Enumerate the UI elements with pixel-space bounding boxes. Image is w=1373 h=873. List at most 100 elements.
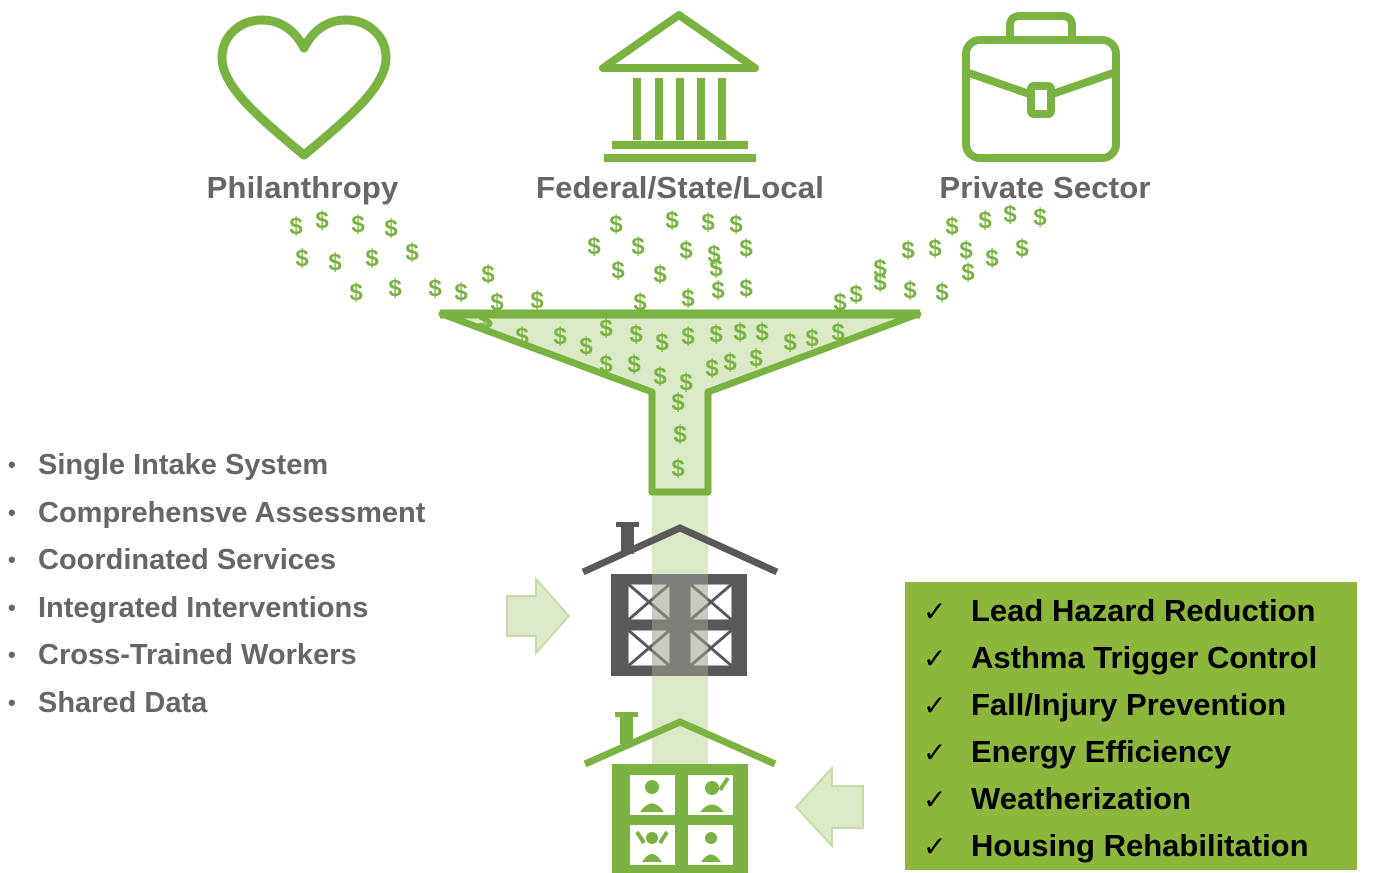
dollar-sign-icon: $	[515, 323, 529, 350]
feature-label: Coordinated Services	[38, 544, 337, 576]
dollar-sign-icon: $	[873, 255, 887, 282]
outcome-item: ✓Energy Efficiency	[923, 729, 1357, 776]
dollar-sign-icon: $	[749, 345, 763, 372]
dollar-sign-icon: $	[783, 329, 797, 356]
dollar-sign-icon: $	[961, 259, 975, 286]
arrow-into-process-icon	[506, 576, 571, 656]
dollar-sign-icon: $	[681, 323, 695, 350]
dollar-sign-icon: $	[671, 389, 685, 416]
outcome-item: ✓ Weatherization	[923, 776, 1357, 823]
outcome-label: Fall/Injury Prevention	[971, 687, 1287, 722]
dollar-sign-icon: $	[978, 207, 992, 234]
dollar-sign-icon: $	[289, 213, 303, 240]
feature-item: • Coordinated Services	[8, 540, 425, 588]
dollar-sign-icon: $	[530, 287, 544, 314]
feature-item: • Single Intake System	[8, 445, 425, 493]
dollar-sign-icon: $	[903, 277, 917, 304]
bullet-icon: •	[8, 594, 16, 620]
dollar-sign-icon: $	[805, 325, 819, 352]
dollar-sign-icon: $	[679, 369, 693, 396]
dollar-sign-icon: $	[479, 307, 493, 334]
bullet-icon: •	[8, 547, 16, 572]
heart-icon	[217, 15, 391, 160]
dollar-signs: $$$$$$$$$$$$$$$$$$$$$$$$$$$$$$$$$$$$$$$$…	[289, 201, 1047, 482]
dollar-sign-icon: $	[599, 351, 613, 378]
source-label-government: Federal/State/Local	[535, 170, 825, 205]
dollar-sign-icon: $	[723, 349, 737, 376]
checkmark-icon: ✓	[923, 830, 947, 863]
checkmark-icon: ✓	[923, 689, 947, 722]
bullet-icon: •	[8, 452, 16, 477]
dollar-sign-icon: $	[665, 207, 679, 234]
dollar-sign-icon: $	[833, 289, 847, 316]
outcome-label: Housing Rehabilitation	[971, 828, 1309, 863]
dollar-sign-icon: $	[295, 245, 309, 272]
bullet-icon: •	[8, 499, 16, 525]
feature-item: •Shared Data	[8, 683, 425, 731]
dollar-sign-icon: $	[729, 211, 743, 238]
arrow-from-outcomes-icon	[794, 765, 864, 849]
dollar-sign-icon: $	[405, 239, 419, 266]
dollar-sign-icon: $	[701, 209, 715, 236]
dollar-sign-icon: $	[739, 235, 753, 262]
feature-label: Single Intake System	[38, 449, 329, 481]
dollar-sign-icon: $	[349, 279, 363, 306]
feature-item: • Integrated Interventions	[8, 588, 425, 636]
outcome-label: Asthma Trigger Control	[971, 640, 1318, 675]
dollar-sign-icon: $	[711, 277, 725, 304]
dollar-sign-icon: $	[959, 237, 973, 264]
dollar-sign-icon: $	[633, 289, 647, 316]
checkmark-icon: ✓	[923, 783, 947, 816]
outcome-label: Lead Hazard Reduction	[971, 593, 1316, 628]
dollar-sign-icon: $	[553, 323, 567, 350]
dollar-sign-icon: $	[611, 257, 625, 284]
dollar-sign-icon: $	[1015, 235, 1029, 262]
briefcase-icon	[962, 12, 1120, 162]
checkmark-icon: ✓	[923, 642, 947, 675]
source-label-philanthropy: Philanthropy	[206, 170, 399, 205]
dollar-sign-icon: $	[454, 279, 468, 306]
dollar-sign-icon: $	[579, 333, 593, 360]
gray-house-icon	[581, 522, 779, 676]
dollar-sign-icon: $	[653, 261, 667, 288]
dollar-sign-icon: $	[627, 351, 641, 378]
dollar-sign-icon: $	[388, 275, 402, 302]
outcome-label: Weatherization	[971, 781, 1191, 816]
feature-label: Integrated Interventions	[38, 591, 369, 624]
dollar-sign-icon: $	[755, 319, 769, 346]
dollar-sign-icon: $	[709, 255, 723, 282]
feature-item: • Cross-Trained Workers	[8, 635, 425, 683]
dollar-sign-icon: $	[873, 269, 887, 296]
checkmark-icon: ✓	[923, 736, 947, 769]
feature-item: • Comprehensve Assessment	[8, 493, 425, 541]
dollar-sign-icon: $	[490, 289, 504, 316]
source-label-private-sector: Private Sector	[939, 170, 1151, 205]
feature-label: Shared Data	[38, 686, 208, 719]
dollar-sign-icon: $	[709, 321, 723, 348]
dollar-sign-icon: $	[928, 235, 942, 262]
dollar-sign-icon: $	[609, 211, 623, 238]
dollar-sign-icon: $	[653, 363, 667, 390]
outcome-item: ✓ Fall/Injury Prevention	[923, 682, 1357, 729]
feature-label: Comprehensve Assessment	[38, 496, 426, 529]
dollar-sign-icon: $	[935, 279, 949, 306]
dollar-sign-icon: $	[849, 281, 863, 308]
dollar-sign-icon: $	[705, 355, 719, 382]
outcome-item: ✓ Asthma Trigger Control	[923, 635, 1357, 682]
bullet-icon: •	[8, 642, 16, 667]
dollar-sign-icon: $	[707, 241, 721, 268]
feature-label: Cross-Trained Workers	[38, 639, 357, 671]
outcome-item: ✓ Lead Hazard Reduction	[923, 588, 1357, 635]
dollar-sign-icon: $	[351, 211, 365, 238]
dollar-sign-icon: $	[315, 207, 329, 234]
dollar-sign-icon: $	[629, 321, 643, 348]
dollar-sign-icon: $	[365, 245, 379, 272]
dollar-sign-icon: $	[384, 215, 398, 242]
dollar-sign-icon: $	[477, 307, 491, 334]
checkmark-icon: ✓	[923, 595, 947, 628]
green-house-icon	[583, 712, 777, 873]
dollar-sign-icon: $	[985, 245, 999, 272]
dollar-sign-icon: $	[1033, 204, 1047, 231]
dollar-sign-icon: $	[481, 261, 495, 288]
